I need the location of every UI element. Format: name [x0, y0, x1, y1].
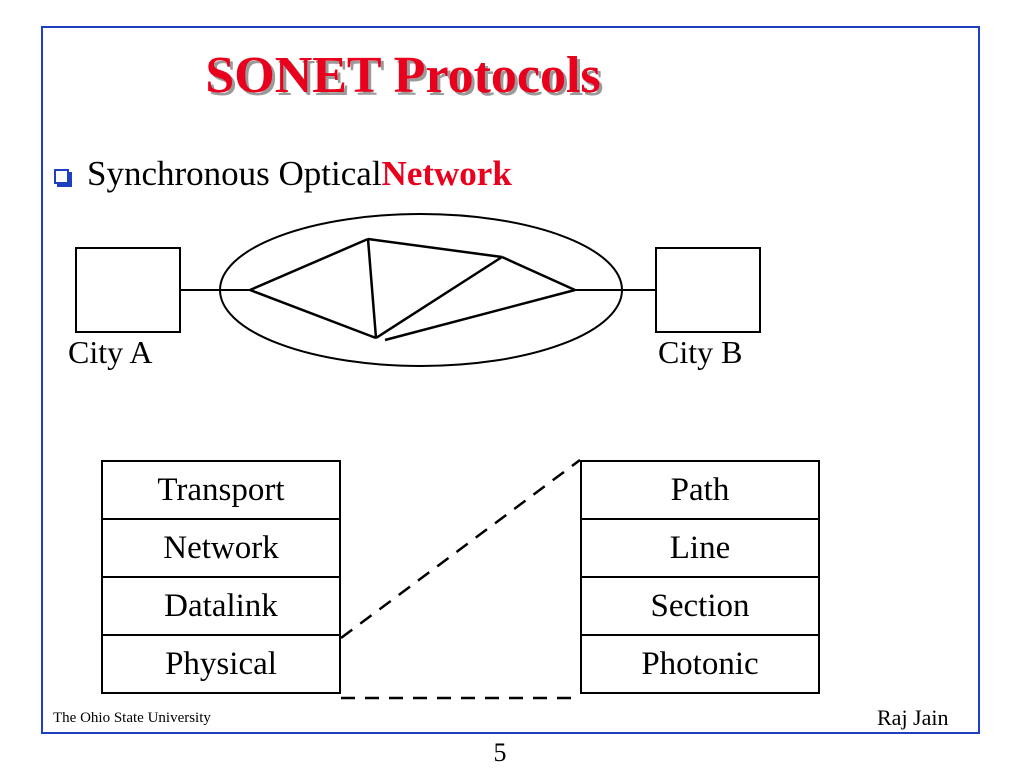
- city-a-node: [75, 247, 181, 333]
- osi-layer-datalink: Datalink: [101, 576, 341, 636]
- slide-frame: [41, 26, 980, 734]
- bullet-highlight: Network: [381, 154, 512, 193]
- sonet-layer-line: Line: [580, 518, 820, 578]
- sonet-network-ellipse: [219, 213, 623, 367]
- sonet-layer-photonic: Photonic: [580, 634, 820, 694]
- osi-layer-network: Network: [101, 518, 341, 578]
- bullet-item: Synchronous Optical Network: [54, 154, 512, 194]
- footer-institution: The Ohio State University: [53, 710, 211, 726]
- osi-layer-stack: Transport Network Datalink Physical: [101, 460, 341, 694]
- osi-layer-physical: Physical: [101, 634, 341, 694]
- sonet-layer-path: Path: [580, 460, 820, 520]
- page-number: 5: [493, 738, 507, 767]
- sonet-layer-stack: Path Line Section Photonic: [580, 460, 820, 694]
- city-b-node: [655, 247, 761, 333]
- bullet-text: Synchronous Optical: [87, 154, 382, 193]
- network-mesh: [249, 237, 576, 342]
- hollow-square-bullet-icon: [54, 168, 69, 184]
- osi-layer-transport: Transport: [101, 460, 341, 520]
- slide-title: SONET Protocols: [205, 47, 601, 104]
- mapping-line-top: [340, 458, 581, 640]
- city-b-label: City B: [658, 334, 743, 370]
- city-a-label: City A: [68, 334, 153, 370]
- footer-author: Raj Jain: [877, 705, 949, 730]
- sonet-layer-section: Section: [580, 576, 820, 636]
